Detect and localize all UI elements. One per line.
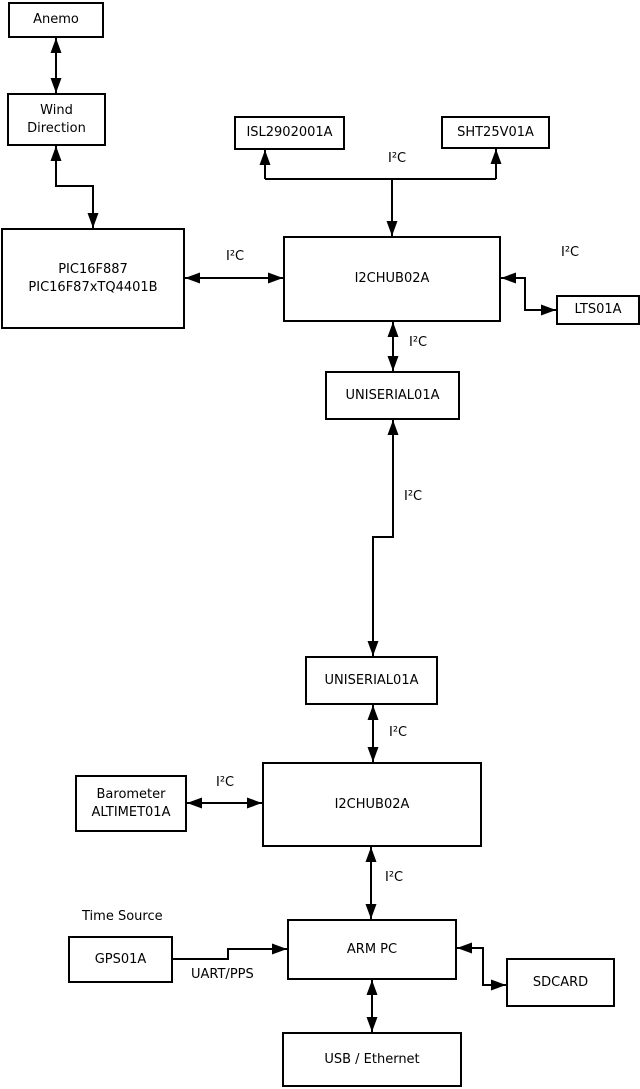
i2c-label-barometer-hub2: I²C: [216, 775, 235, 790]
gps-box: GPS01A: [68, 936, 173, 983]
uniserial-upper-label: UNISERIAL01A: [345, 387, 440, 403]
wind-direction-box: Wind Direction: [7, 93, 106, 146]
barometer-box: Barometer ALTIMET01A: [75, 775, 187, 832]
sdcard-box: SDCARD: [506, 958, 615, 1007]
connector-wind-pic: [50, 146, 99, 228]
lts-temperature-sensor-label: LTS01A: [574, 302, 622, 318]
isl-light-sensor-box: ISL2902001A: [234, 116, 345, 150]
lts-temperature-sensor-box: LTS01A: [556, 295, 640, 325]
i2c-label-sensor-bus: I²C: [388, 151, 407, 166]
pic-microcontroller-box: PIC16F887 PIC16F87xTQ4401B: [1, 228, 185, 329]
i2c-label-hub1-lts: I²C: [561, 245, 580, 260]
sht-humidity-sensor-label: SHT25V01A: [457, 124, 534, 140]
gps-label: GPS01A: [94, 951, 147, 967]
i2c-label-hub2-armpc: I²C: [385, 870, 404, 885]
uniserial-lower-box: UNISERIAL01A: [305, 656, 438, 705]
arm-pc-box: ARM PC: [287, 919, 457, 980]
i2c-hub-lower-box: I2CHUB02A: [262, 762, 482, 847]
i2c-hub-upper-box: I2CHUB02A: [283, 236, 501, 322]
sht-humidity-sensor-box: SHT25V01A: [441, 116, 550, 149]
uniserial-upper-box: UNISERIAL01A: [325, 371, 460, 420]
connector-hub1-lts: [501, 272, 556, 316]
isl-light-sensor-label: ISL2902001A: [246, 125, 333, 141]
connector-gps-armpc: [173, 943, 287, 960]
anemo-label: Anemo: [33, 12, 79, 28]
arm-pc-label: ARM PC: [346, 941, 398, 957]
i2c-label-uniserial-link: I²C: [404, 489, 423, 504]
wind-direction-label: Wind Direction: [27, 102, 86, 136]
i2c-label-pic-hub1: I²C: [226, 249, 245, 264]
time-source-label: Time Source: [82, 909, 163, 924]
sdcard-label: SDCARD: [532, 974, 589, 990]
barometer-label: Barometer ALTIMET01A: [91, 786, 171, 820]
i2c-label-uniserial2-hub2: I²C: [389, 725, 408, 740]
usb-ethernet-label: USB / Ethernet: [324, 1051, 420, 1067]
i2c-hub-upper-label: I2CHUB02A: [354, 271, 430, 287]
uart-pps-label: UART/PPS: [191, 967, 254, 982]
pic-microcontroller-label: PIC16F887 PIC16F87xTQ4401B: [28, 261, 158, 295]
uniserial-lower-label: UNISERIAL01A: [324, 672, 419, 688]
i2c-label-hub1-uniserial1: I²C: [409, 335, 428, 350]
i2c-hub-lower-label: I2CHUB02A: [334, 796, 410, 812]
connector-armpc-sdcard: [457, 942, 506, 991]
usb-ethernet-box: USB / Ethernet: [282, 1032, 462, 1087]
connector-uniserial1-uniserial2: [367, 420, 399, 656]
anemo-box: Anemo: [8, 2, 104, 38]
